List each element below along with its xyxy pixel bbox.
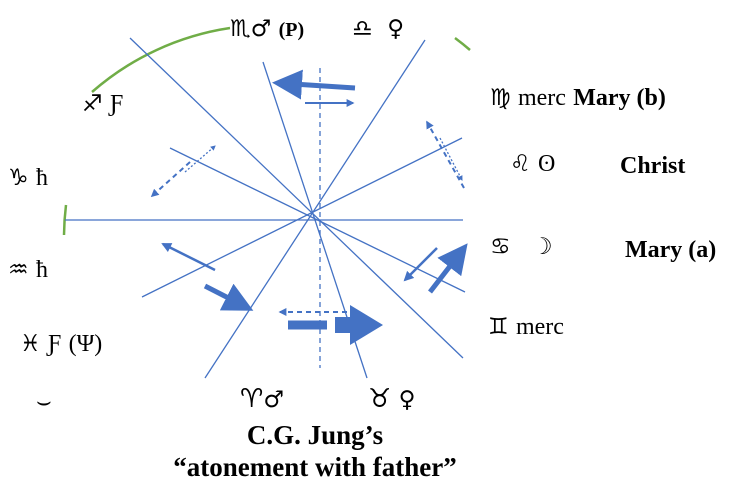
cancer-label: ♋ ☽ xyxy=(490,236,553,259)
venus-glyph: ♀ xyxy=(387,16,405,42)
arrow-upper-left-dotted xyxy=(184,145,216,173)
gemini-ruler: merc xyxy=(515,314,564,340)
gemini-glyph: ♊ xyxy=(488,314,509,340)
virgo-mary-b: Mary (b) xyxy=(573,85,666,111)
capricorn-glyph: ♑ xyxy=(8,165,29,191)
jupiter-glyph-2: Ƒ xyxy=(47,331,62,357)
pisces-label: ♓ Ƒ (Ψ) xyxy=(20,332,102,356)
arrow-upper-left-dashed xyxy=(150,161,191,198)
leo-christ: Christ xyxy=(620,153,686,179)
aquarius-label: ♒ ħ xyxy=(8,258,48,282)
aquarius-glyph: ♒ xyxy=(8,257,29,283)
taurus-label: ♉ ♀ xyxy=(368,386,415,412)
spoke-ene-wsw xyxy=(141,137,463,298)
outer-arc-left xyxy=(62,204,68,236)
virgo-glyph: ♍ xyxy=(490,85,511,111)
pisces-glyph: ♓ xyxy=(20,331,41,357)
aries-label: ♈♂ xyxy=(240,386,284,412)
venus-glyph-2: ♀ xyxy=(398,387,416,413)
saturn-glyph-2: ħ xyxy=(35,257,48,283)
sagittarius-label: ♐ Ƒ xyxy=(82,92,123,116)
gemini-label: ♊ merc xyxy=(488,315,564,339)
sagittarius-glyph: ♐ xyxy=(82,91,103,117)
arrow-upper-right-dashed xyxy=(426,120,465,189)
leo-glyph: ♌ xyxy=(510,151,531,177)
leo-label: ♌ ʘ xyxy=(510,152,555,176)
spoke-nw-se xyxy=(129,37,464,359)
caption-line-1: C.G. Jung’s xyxy=(246,420,384,450)
arrow-lower-left-thin xyxy=(161,242,216,272)
libra-label: ♎ ♀ xyxy=(352,18,404,41)
scorpio-label: ♏♂ (P) xyxy=(230,18,304,41)
arrow-upper-right-dotted xyxy=(439,137,463,181)
outer-arc-top-right xyxy=(454,36,471,51)
libra-glyph: ♎ xyxy=(352,16,373,42)
virgo-label: ♍ merc Mary (b) xyxy=(490,86,666,110)
capricorn-label: ♑ ħ xyxy=(8,166,48,190)
aries-glyph: ♈ xyxy=(240,384,264,414)
arrow-bottom-big-head xyxy=(335,305,383,345)
spoke-ne-sw xyxy=(204,39,426,379)
virgo-ruler: merc xyxy=(517,85,566,111)
mars-glyph-2: ♂ xyxy=(263,387,284,413)
arrow-lower-right-thin xyxy=(403,247,438,282)
wheel-spokes xyxy=(65,37,466,379)
caption-line-2: “atonement with father” xyxy=(173,452,457,482)
arrow-lower-right-thick xyxy=(428,243,468,294)
cancer-mary-a: Mary (a) xyxy=(625,237,717,263)
taurus-glyph: ♉ xyxy=(368,384,392,414)
outer-arc-top xyxy=(91,26,231,93)
jupiter-glyph: Ƒ xyxy=(109,91,124,117)
saturn-glyph-1: ħ xyxy=(35,165,48,191)
pisces-extra: (Ψ) xyxy=(68,331,103,357)
arrows xyxy=(150,69,468,330)
moon-glyph: ☽ xyxy=(531,234,553,260)
cancer-glyph: ♋ xyxy=(490,234,511,260)
bottom-left-mark: ⌣ xyxy=(36,389,52,415)
scorpio-extra: (P) xyxy=(278,19,305,41)
arrow-lower-left-thick xyxy=(203,283,254,311)
arrow-top-left-thick xyxy=(272,69,356,100)
scorpio-glyph: ♏ xyxy=(230,16,251,42)
sun-glyph: ʘ xyxy=(537,151,556,177)
mars-glyph: ♂ xyxy=(250,16,272,42)
